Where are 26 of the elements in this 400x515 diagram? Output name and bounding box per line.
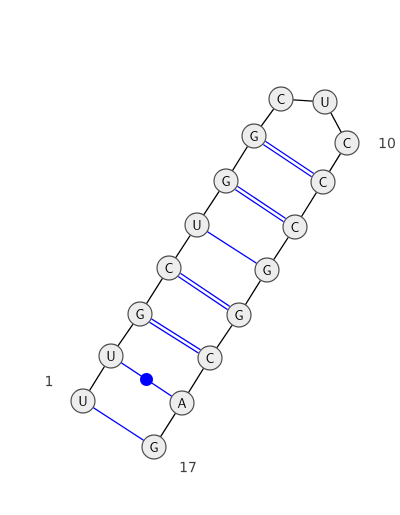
backbone-line xyxy=(146,278,163,304)
backbone-line xyxy=(118,324,134,346)
backbone-line xyxy=(188,368,204,393)
position-number: 1 xyxy=(46,376,52,386)
backbone-line xyxy=(294,99,312,102)
backbone-line xyxy=(330,112,342,132)
base-pair-line xyxy=(93,407,144,441)
base-pair-line xyxy=(207,231,257,264)
base-pair-line xyxy=(178,272,230,310)
backbone-line xyxy=(301,192,317,217)
backbone-line xyxy=(329,153,341,172)
backbone-line xyxy=(260,108,274,126)
base-pair-line xyxy=(121,362,172,397)
base-pair-line xyxy=(263,140,314,178)
backbone-line xyxy=(175,235,191,258)
backbone-line xyxy=(216,325,232,348)
base-pair-line xyxy=(235,186,286,222)
position-number: 10 xyxy=(380,138,395,148)
backbone-line xyxy=(232,146,248,171)
backbone-line xyxy=(245,280,261,305)
backbone-line xyxy=(160,413,176,437)
position-number: 17 xyxy=(180,462,196,472)
backbone-line xyxy=(89,366,105,391)
base-pair-line xyxy=(149,318,201,354)
backbone-line xyxy=(203,191,220,215)
backbone-line xyxy=(273,237,289,260)
